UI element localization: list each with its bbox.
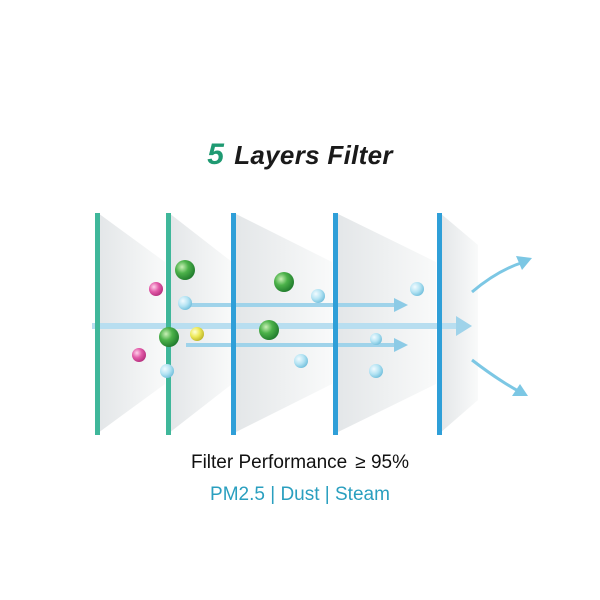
- particle-yellow-1: [190, 327, 204, 341]
- particle-green-4: [259, 320, 279, 340]
- airflow-out-upper: [471, 260, 525, 294]
- filter-layer-4: [333, 213, 338, 435]
- particle-cyan-5: [410, 282, 424, 296]
- particle-pink-1: [149, 282, 163, 296]
- performance-label: Filter Performance: [190, 452, 348, 473]
- airflow-arrowhead-lower: [394, 338, 408, 352]
- particle-green-2: [159, 327, 179, 347]
- particle-pink-2: [132, 348, 146, 362]
- filter-layer-3: [231, 213, 236, 435]
- filter-performance: Filter Performance ≥ 95%: [0, 452, 600, 474]
- particles: [132, 260, 424, 378]
- particle-cyan-6: [370, 333, 382, 345]
- airflow-arrowhead-upper: [394, 298, 408, 312]
- filter-layer-5: [437, 213, 442, 435]
- particle-cyan-7: [369, 364, 383, 378]
- title-text: Layers Filter: [234, 140, 393, 170]
- airflow-out-lower: [471, 358, 521, 394]
- particle-green-3: [274, 272, 294, 292]
- particle-cyan-1: [178, 296, 192, 310]
- airflow-out-upper-head: [516, 256, 532, 270]
- particle-cyan-2: [160, 364, 174, 378]
- filter-layer-2: [166, 213, 171, 435]
- filter-layer-1: [95, 213, 100, 435]
- particle-green-1: [175, 260, 195, 280]
- filter-targets: PM2.5 | Dust | Steam: [210, 484, 390, 505]
- layer-count: 5: [207, 138, 225, 171]
- airflow-arrowhead-main: [456, 316, 472, 336]
- particle-cyan-4: [294, 354, 308, 368]
- airflow-out-lower-head: [512, 384, 528, 396]
- particle-cyan-3: [311, 289, 325, 303]
- page-title: 5 Layers Filter: [0, 138, 600, 172]
- performance-value: ≥ 95%: [355, 452, 409, 473]
